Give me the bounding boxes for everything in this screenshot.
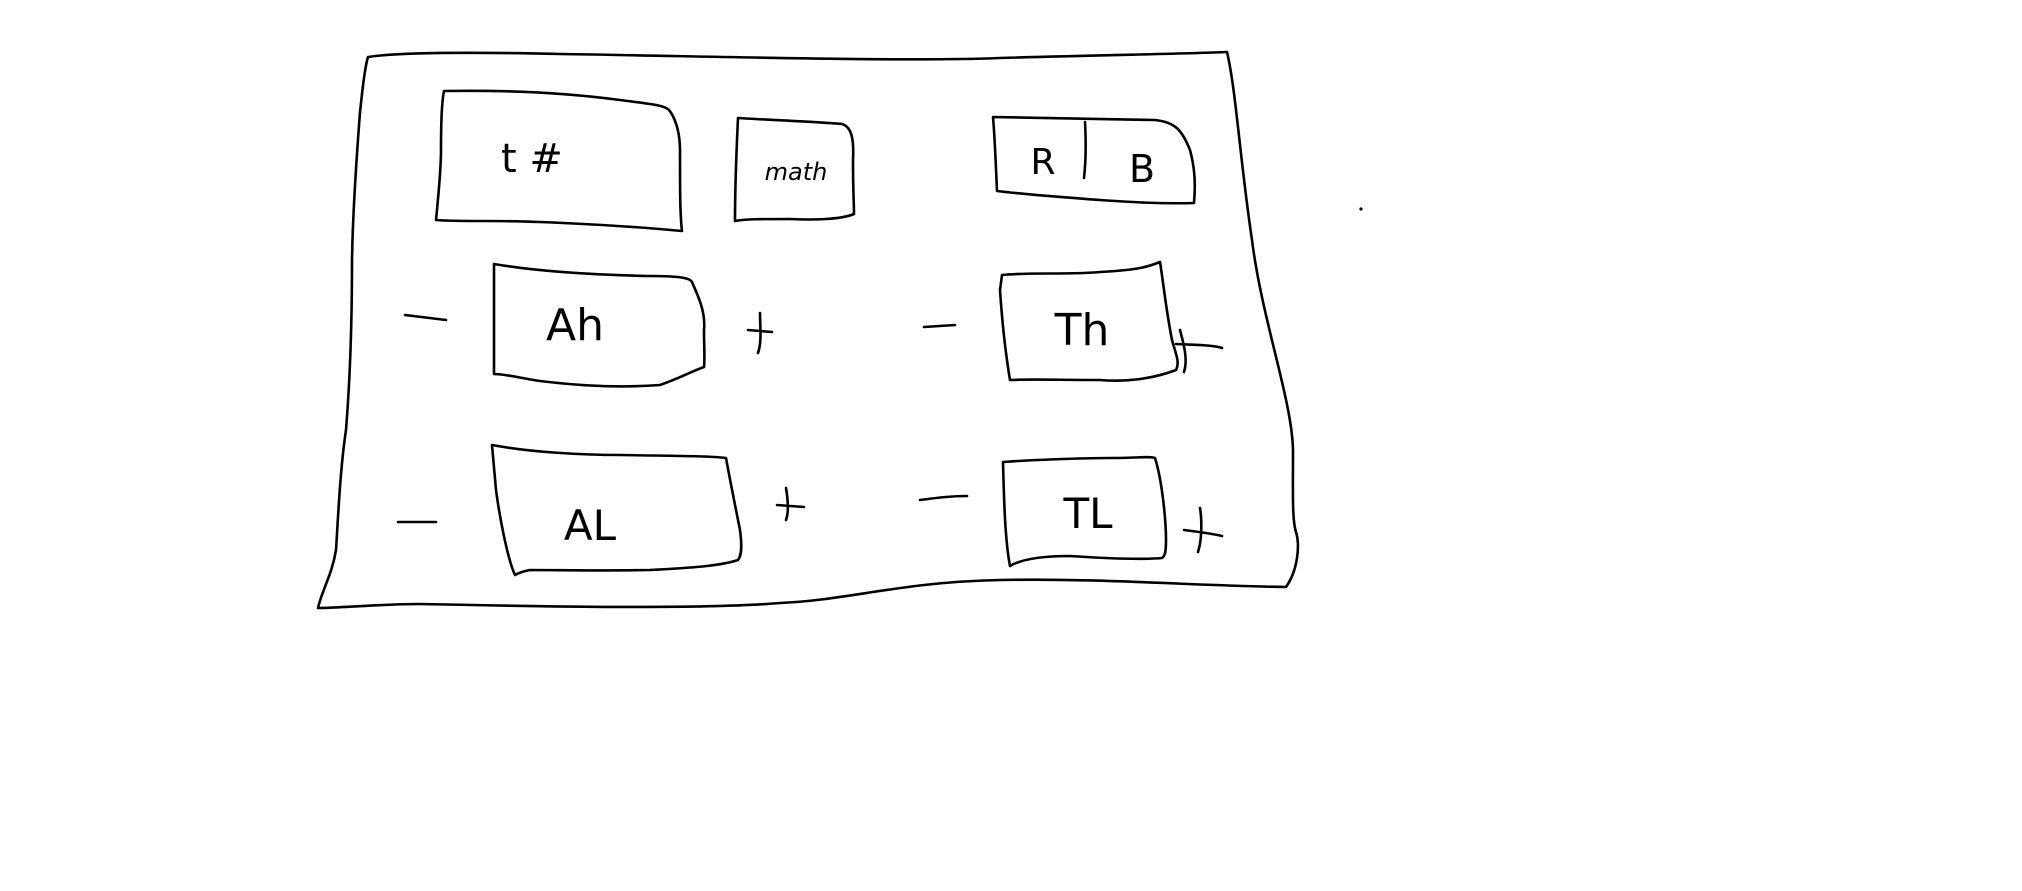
al-increment-button[interactable] [775,486,806,522]
number-field-label: t # [501,136,563,182]
number-field[interactable]: t # [434,89,684,233]
al-field[interactable] [490,443,743,577]
ah-decrement-button[interactable] [403,313,448,322]
th-label: Th [1054,305,1110,356]
stepper-th: Th [922,260,1224,382]
tl-decrement-button[interactable] [918,494,969,502]
ah-label: Ah [546,300,604,351]
rb-toggle-divider [1082,120,1087,180]
math-mode-button[interactable]: math [733,116,856,223]
tl-label: TL [1062,489,1113,538]
stepper-tl: TL [918,455,1224,568]
stepper-al: AL [396,443,806,577]
panel-frame [316,50,1300,610]
toggle-option-r[interactable]: R [1030,142,1055,183]
th-increment-button[interactable] [1174,328,1224,374]
ah-field[interactable] [492,262,706,388]
math-mode-label: math [765,158,828,186]
stray-dot [1359,207,1363,211]
al-label: AL [564,501,617,550]
tl-field[interactable] [1001,455,1168,568]
ah-increment-button[interactable] [746,311,774,355]
toggle-option-b[interactable]: B [1129,147,1155,191]
rb-toggle[interactable]: R B [991,115,1197,205]
stepper-ah: Ah [403,262,774,388]
th-decrement-button[interactable] [922,323,957,329]
tl-increment-button[interactable] [1182,506,1224,554]
th-field[interactable] [998,260,1179,382]
